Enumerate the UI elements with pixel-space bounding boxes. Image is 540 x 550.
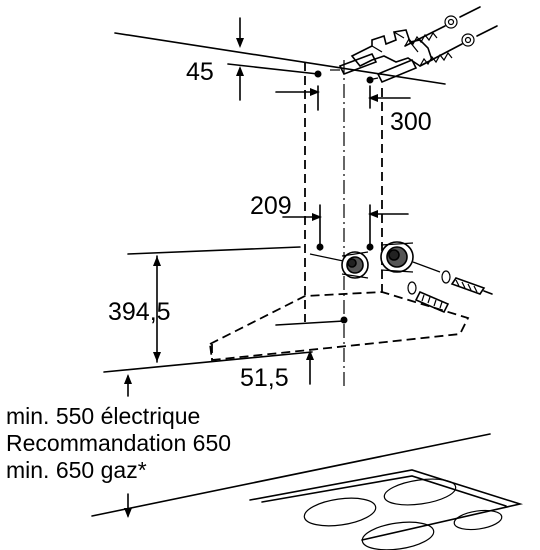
dimension-label-300: 300 (390, 108, 432, 136)
dimension-45: 45 (186, 17, 319, 101)
dimension-label-209: 209 (250, 192, 292, 220)
wall-plug-icon (380, 241, 441, 273)
wall-plug-icon (309, 251, 369, 279)
screw-icon (441, 270, 493, 295)
reference-line (127, 246, 301, 255)
dimension-label-394-5: 394,5 (108, 298, 171, 326)
dimension-label-51-5: 51,5 (240, 364, 289, 392)
screw-hole (340, 316, 348, 324)
dimension-209: 209 (250, 192, 409, 251)
hood-outline (209, 291, 470, 361)
screw-icon (407, 281, 450, 314)
dimension-label-45: 45 (186, 58, 214, 86)
dimension-51-5: 51,5 (240, 350, 314, 392)
cooktop-icon (91, 433, 524, 550)
note-min-electric: min. 550 électrique (6, 403, 200, 429)
dimension-394-5: 394,5 (108, 255, 171, 363)
note-recommendation: Recommandation 650 (6, 430, 231, 456)
dimension-300: 300 (275, 85, 432, 136)
note-min-gas: min. 650 gaz* (6, 457, 147, 483)
wall-plug-icon (330, 52, 378, 76)
screw-hole (366, 243, 374, 251)
ceiling-line (114, 32, 446, 85)
dimension-min-height (124, 374, 132, 518)
screw-icon (419, 25, 498, 67)
reference-line (103, 351, 313, 373)
screw-icon (404, 6, 481, 47)
screw-hole (316, 243, 324, 251)
mounting-bracket-icon (350, 29, 433, 68)
screw-hole (366, 76, 374, 84)
reference-line (275, 320, 345, 326)
